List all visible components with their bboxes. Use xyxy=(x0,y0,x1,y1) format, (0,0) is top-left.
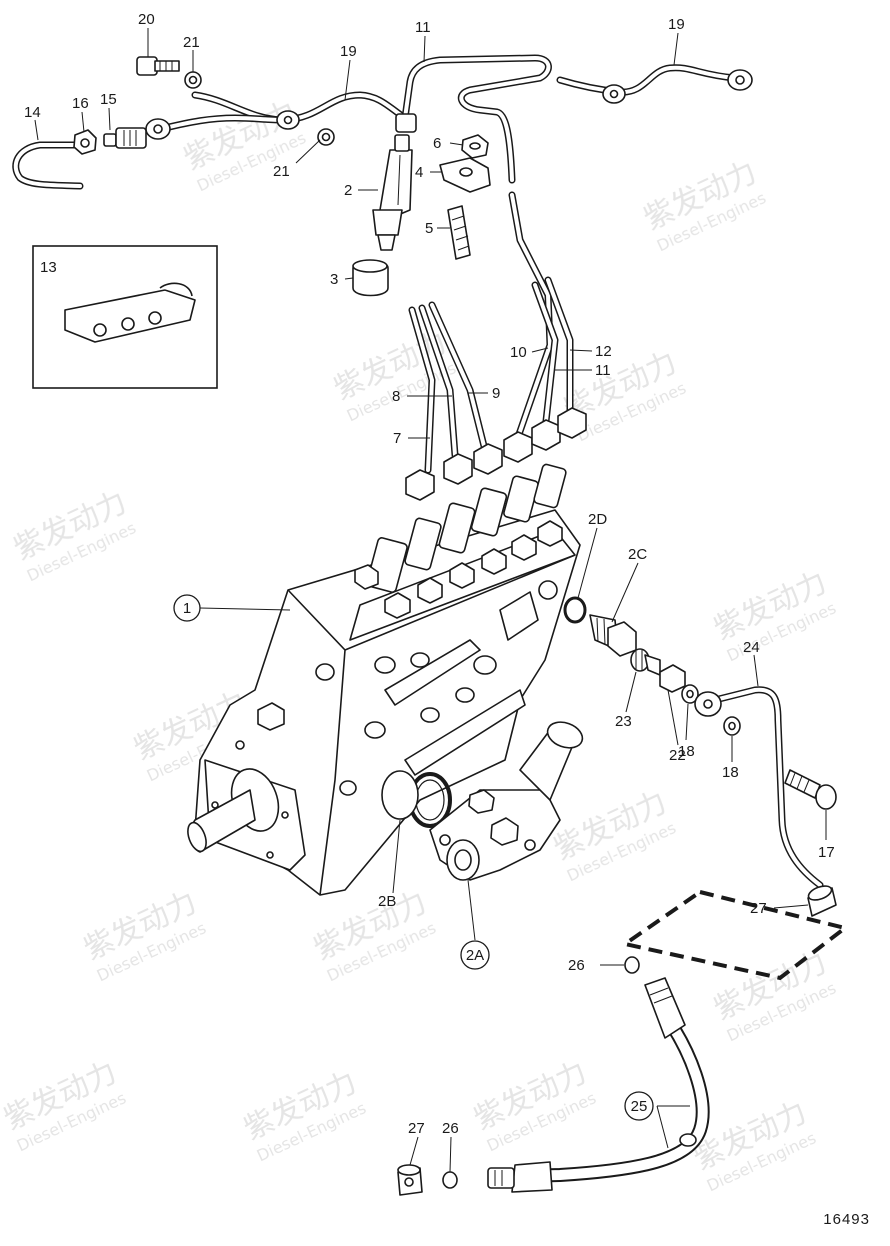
label-4: 4 xyxy=(415,164,423,181)
label-21-mid: 21 xyxy=(273,163,290,180)
washer-18-b xyxy=(723,716,741,736)
adapter-2C xyxy=(589,614,637,657)
drawing-number: 16493 xyxy=(823,1211,870,1228)
seal-ring-2D xyxy=(563,596,587,624)
olive-26-top xyxy=(624,956,640,974)
label-5: 5 xyxy=(425,220,433,237)
label-2C: 2C xyxy=(628,546,647,563)
label-23: 23 xyxy=(615,713,632,730)
stud-5 xyxy=(447,205,471,260)
leader-lines xyxy=(34,28,827,1173)
label-15: 15 xyxy=(100,91,117,108)
injection-pipes-7-12 xyxy=(405,191,587,501)
clamp-4 xyxy=(439,157,491,193)
label-19-left: 19 xyxy=(340,43,357,60)
watermark: 紫发动力 Diesel-Engines xyxy=(0,1055,129,1156)
watermark: 紫发动力 Diesel-Engines xyxy=(639,155,769,256)
watermark: 紫发动力 Diesel-Engines xyxy=(549,785,679,886)
label-14: 14 xyxy=(24,104,41,121)
label-10: 10 xyxy=(510,344,527,361)
label-18-a: 18 xyxy=(678,743,695,760)
nut-6 xyxy=(461,134,489,159)
label-9: 9 xyxy=(492,385,500,402)
label-8: 8 xyxy=(392,388,400,405)
injection-pump-1 xyxy=(187,463,581,896)
watermark: 紫发动力 Diesel-Engines xyxy=(329,325,459,426)
banjo-24 xyxy=(694,686,824,889)
o-ring-2B xyxy=(381,770,452,828)
label-18-b: 18 xyxy=(722,764,739,781)
drive-flange xyxy=(187,740,306,871)
watermark: 紫发动力 Diesel-Engines xyxy=(239,1065,369,1166)
label-21-top: 21 xyxy=(183,34,200,51)
label-27-right: 27 xyxy=(750,900,767,917)
label-26-top: 26 xyxy=(568,957,585,974)
dashed-connection xyxy=(620,889,850,981)
label-6: 6 xyxy=(433,135,441,152)
fuel-hose-25 xyxy=(487,977,710,1193)
olive-26-bottom xyxy=(442,1171,458,1189)
label-7: 7 xyxy=(393,430,401,447)
watermark: 紫发动力 Diesel-Engines xyxy=(79,885,209,986)
label-2: 2 xyxy=(344,182,352,199)
banjo-bolt-20 xyxy=(136,56,180,76)
callout-labels: 20 21 19 11 19 14 16 15 6 4 21 2 5 3 13 … xyxy=(24,11,835,1137)
leak-off-pipe-19-left xyxy=(145,91,409,140)
watermark: 紫发动力 Diesel-Engines xyxy=(709,945,839,1046)
label-16: 16 xyxy=(72,95,89,112)
callout-circle-2A xyxy=(460,940,490,970)
detail-box-13 xyxy=(32,245,218,389)
label-17: 17 xyxy=(818,844,835,861)
callout-circle-1 xyxy=(173,594,201,622)
delivery-valves xyxy=(354,463,567,619)
label-26-bottom: 26 xyxy=(442,1120,459,1137)
watermark: 紫发动力 Diesel-Engines xyxy=(309,885,439,986)
washer-21-top xyxy=(184,71,202,89)
washer-18-a xyxy=(681,684,699,704)
pipe-11-upper xyxy=(395,54,552,184)
label-11-mid: 11 xyxy=(595,362,611,379)
feed-pump-2A xyxy=(429,721,584,881)
watermark: 紫发动力 Diesel-Engines xyxy=(709,565,839,666)
nipple-15 xyxy=(103,127,147,149)
watermark: 紫发动力 Diesel-Engines xyxy=(469,1055,599,1156)
adapter-23 xyxy=(630,648,661,676)
banjo-bolt-17 xyxy=(784,769,837,810)
injector-2 xyxy=(372,134,413,251)
label-2A: 2A xyxy=(466,947,484,964)
sealing-sleeve-3 xyxy=(352,259,389,297)
watermark: 紫发动力 Diesel-Engines xyxy=(9,485,139,586)
label-13: 13 xyxy=(40,259,57,276)
label-12: 12 xyxy=(595,343,612,360)
plug-screw xyxy=(257,702,285,731)
label-27-bottom: 27 xyxy=(408,1120,425,1137)
label-11-top: 11 xyxy=(415,19,431,36)
nut-16 xyxy=(73,129,97,155)
washer-21-mid xyxy=(317,128,335,146)
label-3: 3 xyxy=(330,271,338,288)
label-24: 24 xyxy=(743,639,760,656)
callout-circle-25 xyxy=(624,1091,654,1121)
return-hose-14 xyxy=(12,141,84,190)
label-20: 20 xyxy=(138,11,155,28)
nut-27-bottom xyxy=(397,1164,423,1196)
label-1: 1 xyxy=(183,600,191,617)
label-22: 22 xyxy=(669,747,686,764)
label-2B: 2B xyxy=(378,893,396,910)
pump-side-bores xyxy=(315,580,558,796)
label-25: 25 xyxy=(631,1098,648,1115)
nut-22 xyxy=(659,664,686,693)
nut-27-right xyxy=(807,885,837,917)
label-2D: 2D xyxy=(588,511,607,528)
label-19-right: 19 xyxy=(668,16,685,33)
leak-off-pipe-19-right xyxy=(556,64,753,104)
